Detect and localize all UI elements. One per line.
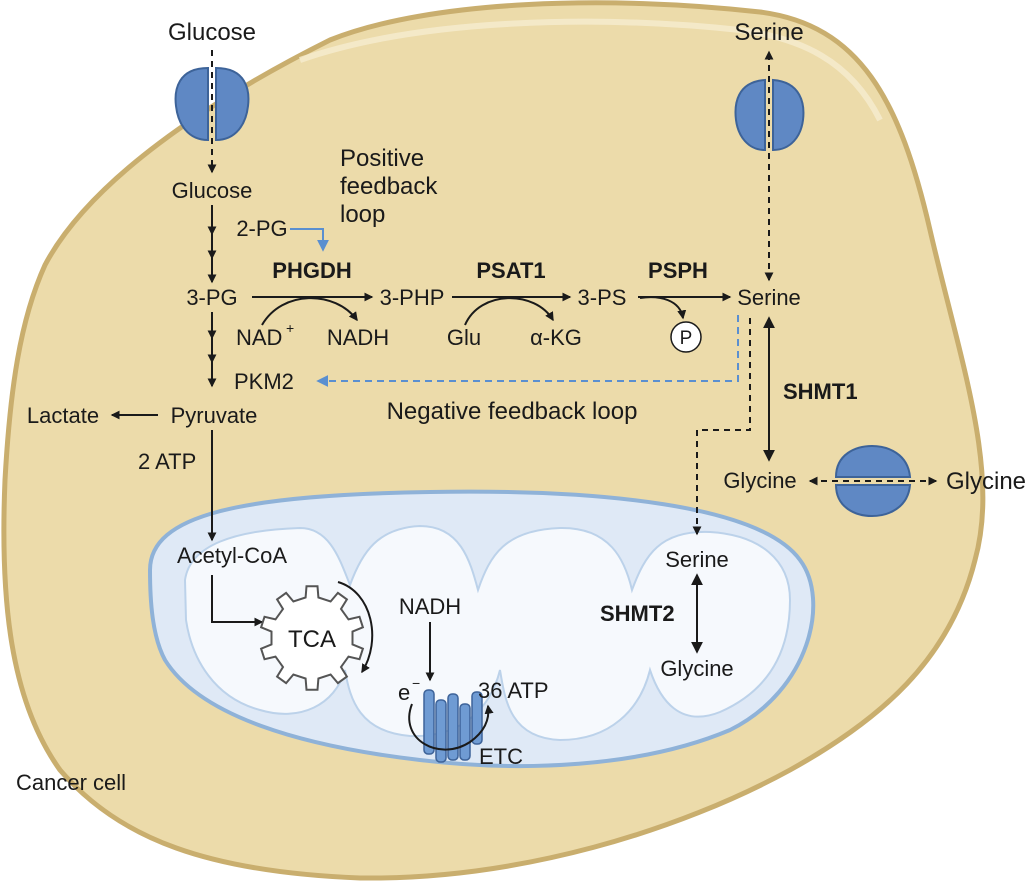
positive-feedback-label-1: Positive	[340, 145, 424, 172]
glucose-inside-label: Glucose	[172, 178, 253, 203]
nad-to-nadh-curve	[261, 297, 358, 326]
atp2-label: 2 ATP	[138, 449, 196, 474]
glycine-mito-label: Glycine	[660, 656, 733, 681]
atp36-label: 36 ATP	[478, 678, 549, 703]
phgdh-label: PHGDH	[272, 258, 351, 283]
akg-label: α-KG	[530, 325, 582, 350]
lactate-label: Lactate	[27, 403, 99, 428]
serine-to-mito-arrow	[692, 318, 751, 536]
etc-label: ETC	[479, 744, 523, 769]
membrane-highlight	[299, 18, 883, 122]
positive-feedback-label-3: loop	[340, 201, 385, 228]
acetylcoa-to-tca-arrow	[211, 575, 264, 627]
mitochondrion	[147, 489, 816, 768]
nadh-mito-label: NADH	[399, 594, 461, 619]
positive-feedback-arrow	[290, 228, 329, 252]
acetyl-coa-label: Acetyl-CoA	[177, 543, 287, 568]
tca-cycle-arrow	[337, 581, 374, 674]
phosphate-label: P	[680, 328, 693, 349]
glycine-cyto-label: Glycine	[723, 468, 796, 493]
psph-label: PSPH	[648, 258, 708, 283]
tca-label: TCA	[288, 626, 336, 653]
ps3-label: 3-PS	[578, 285, 627, 310]
tca-gear-icon	[259, 585, 365, 691]
php3-label: 3-PHP	[380, 285, 445, 310]
glucose-outside-label: Glucose	[168, 19, 256, 46]
serine-outside-label: Serine	[734, 19, 803, 46]
negative-feedback-arrow	[316, 315, 739, 387]
psat1-label: PSAT1	[476, 258, 545, 283]
glu-to-akg-curve	[464, 297, 554, 326]
electron-superscript: −	[412, 675, 420, 691]
glycine-transporter-icon	[834, 444, 912, 518]
glycine-outside-label: Glycine	[946, 468, 1026, 495]
etc-electron-curve	[408, 703, 494, 751]
positive-feedback-label-2: feedback	[340, 173, 438, 200]
glu-label: Glu	[447, 325, 481, 350]
pg2-label: 2-PG	[236, 216, 287, 241]
glucose-transporter-icon	[174, 66, 250, 142]
phosphate-circle	[670, 321, 702, 353]
nad-superscript: +	[286, 320, 294, 336]
serine-transporter-icon	[734, 78, 805, 152]
phosphate-release-curve	[639, 296, 687, 320]
serine-cyto-label: Serine	[737, 285, 801, 310]
electron-label: e	[398, 680, 410, 705]
nadh-cyto-label: NADH	[327, 325, 389, 350]
negative-feedback-label: Negative feedback loop	[387, 398, 638, 425]
pg3-label: 3-PG	[186, 285, 237, 310]
shmt2-label: SHMT2	[600, 601, 675, 626]
pyruvate-label: Pyruvate	[171, 403, 258, 428]
serine-mito-label: Serine	[665, 547, 729, 572]
cancer-cell-label: Cancer cell	[16, 770, 126, 795]
pkm2-label: PKM2	[234, 369, 294, 394]
shmt1-label: SHMT1	[783, 379, 858, 404]
nad-label: NAD	[236, 325, 282, 350]
